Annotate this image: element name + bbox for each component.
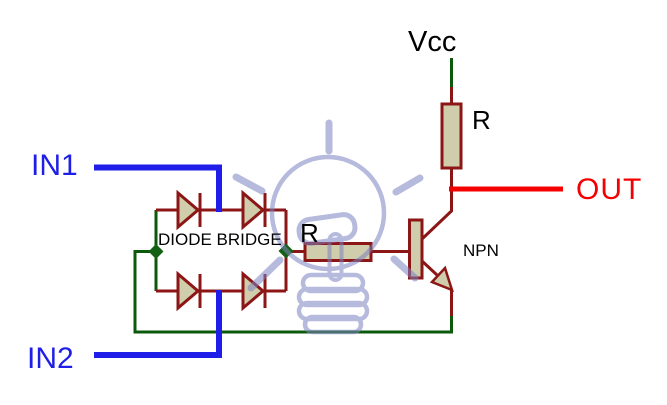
label-in1: IN1 <box>31 149 78 182</box>
wire-in1 <box>94 164 222 212</box>
diode-triangle <box>176 189 201 231</box>
bulb-stem <box>327 232 344 282</box>
light-bulb-watermark <box>232 119 424 335</box>
label-out: OUT <box>576 173 643 206</box>
emitter-wire <box>420 259 439 277</box>
bulb-ray-lower-left <box>247 256 284 292</box>
bulb-rays <box>232 119 424 292</box>
bulb-ray-upper-left <box>232 173 266 195</box>
bulb-thread-4 <box>302 314 364 335</box>
bulb-ray-lower-right <box>390 255 419 282</box>
label-in2: IN2 <box>27 342 74 375</box>
diode-top-right <box>241 189 267 231</box>
emitter-arrow <box>429 265 454 293</box>
ground-net-wire <box>133 250 453 334</box>
collector-wire <box>420 190 453 241</box>
label-resistor-base: R <box>300 218 319 248</box>
label-vcc: Vcc <box>408 26 457 58</box>
junction-dot-left <box>148 244 164 259</box>
diode-triangle <box>176 270 201 312</box>
wire-in2 <box>94 290 222 358</box>
label-npn: NPN <box>463 241 499 260</box>
base-bar <box>408 218 424 280</box>
transistor-npn <box>408 190 454 316</box>
diode-bottom-left <box>176 270 202 312</box>
diode-top-left <box>176 189 202 231</box>
diode-triangle <box>241 189 266 231</box>
bulb-ray-upper-right <box>392 174 424 196</box>
label-resistor-pullup: R <box>472 105 491 135</box>
resistor-pullup <box>440 102 463 170</box>
label-diode-bridge: DIODE BRIDGE <box>158 230 282 249</box>
